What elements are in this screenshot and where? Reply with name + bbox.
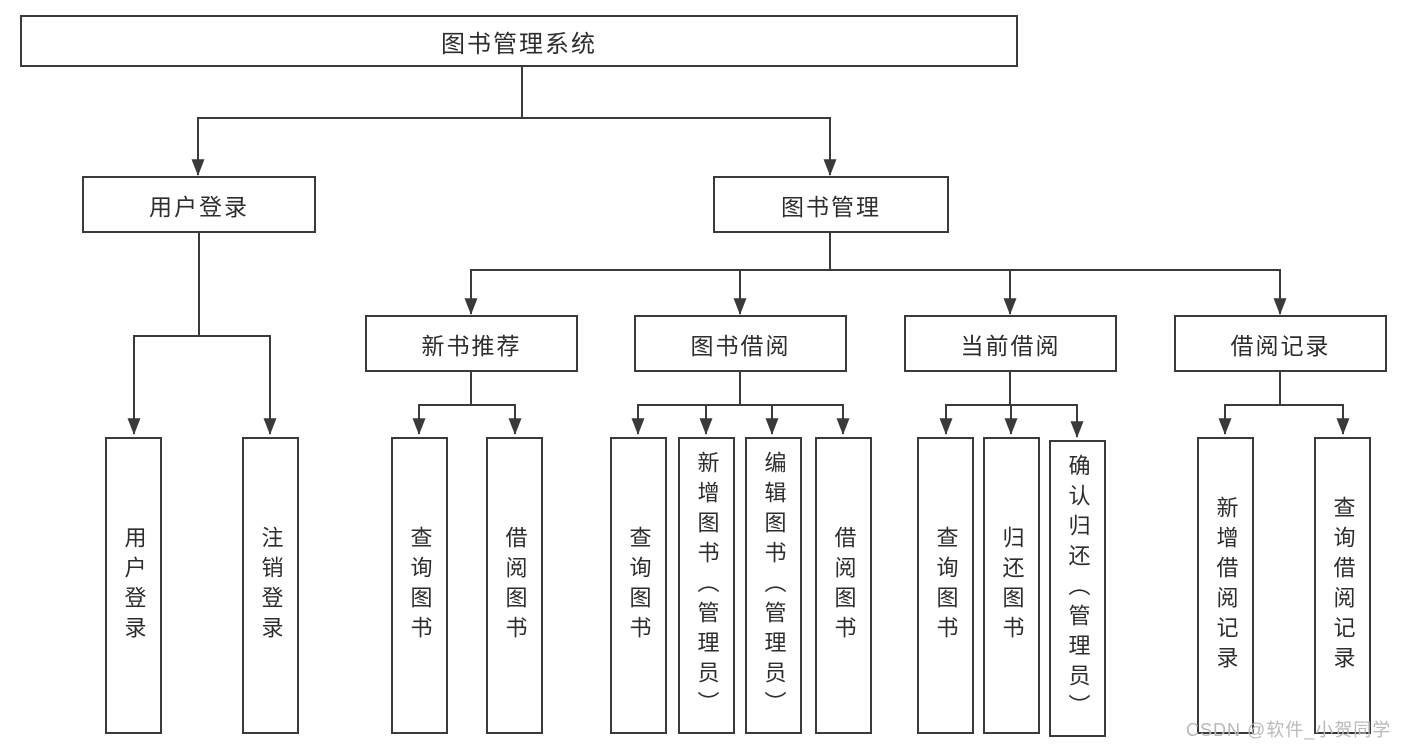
node-new-book-recommend: 新书推荐 [365,315,578,372]
leaf-current-return-books: 归还图书 [983,437,1040,734]
leaf-label: 查询借阅记录 [1330,495,1356,676]
leaf-label: 查询图书 [933,525,959,646]
leaf-label: 新增图书（管理员） [694,450,720,721]
leaf-label: 编辑图书（管理员） [761,450,787,721]
node-label: 图书管理 [781,193,881,220]
node-book-borrowing: 图书借阅 [634,315,847,372]
leaf-current-query-books: 查询图书 [917,437,974,734]
node-label: 用户登录 [149,193,249,220]
node-label: 图书管理系统 [441,30,597,58]
node-label: 图书借阅 [690,332,791,359]
leaf-newbooks-borrow-books: 借阅图书 [486,437,543,734]
leaf-borrow-add-books-admin: 新增图书（管理员） [678,437,735,734]
leaf-label: 借阅图书 [831,525,857,646]
node-label: 新书推荐 [421,332,522,359]
leaf-user-login: 用户登录 [105,437,162,734]
leaf-newbooks-query-books: 查询图书 [391,437,448,734]
leaf-borrow-edit-books-admin: 编辑图书（管理员） [745,437,802,734]
leaf-label: 用户登录 [121,525,147,646]
leaf-label: 确认归还（管理员） [1065,453,1091,724]
node-user-login: 用户登录 [82,176,316,233]
csdn-watermark: CSDN @软件_小贺同学 [1186,720,1392,740]
leaf-label: 归还图书 [999,525,1025,646]
leaf-label: 借阅图书 [502,525,528,646]
leaf-logout: 注销登录 [242,437,299,734]
node-borrow-records: 借阅记录 [1174,315,1387,372]
leaf-label: 注销登录 [258,525,284,646]
leaf-current-confirm-return-admin: 确认归还（管理员） [1049,440,1106,737]
leaf-label: 查询图书 [407,525,433,646]
leaf-records-query-record: 查询借阅记录 [1314,437,1371,734]
leaf-label: 查询图书 [626,525,652,646]
node-book-management: 图书管理 [713,176,949,233]
leaf-borrow-query-books: 查询图书 [610,437,667,734]
leaf-label: 新增借阅记录 [1213,495,1239,676]
node-label: 借阅记录 [1230,332,1331,359]
node-label: 当前借阅 [960,332,1061,359]
leaf-records-add-record: 新增借阅记录 [1197,437,1254,734]
node-library-system: 图书管理系统 [20,15,1018,67]
node-current-borrowing: 当前借阅 [904,315,1117,372]
leaf-borrow-borrow-books: 借阅图书 [815,437,872,734]
